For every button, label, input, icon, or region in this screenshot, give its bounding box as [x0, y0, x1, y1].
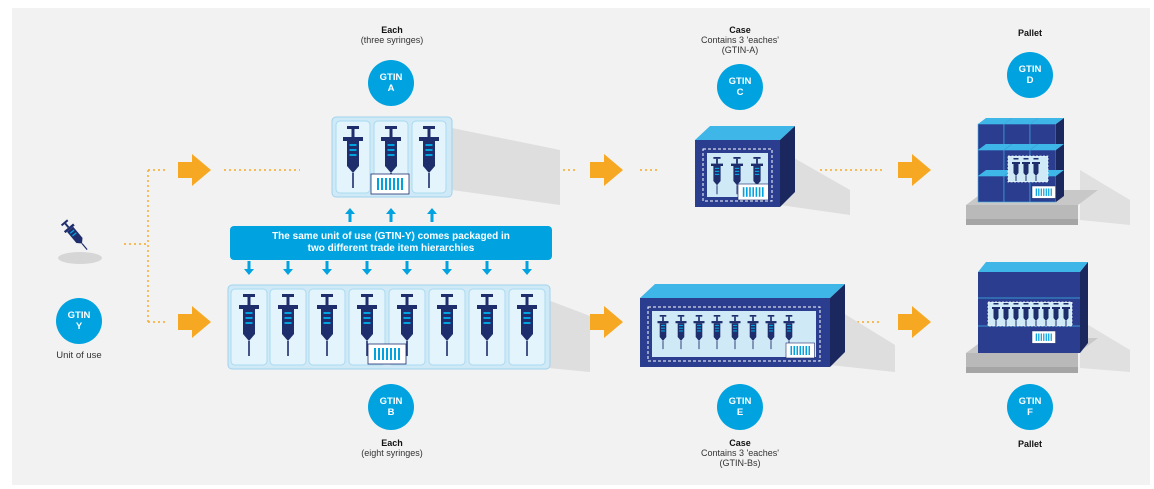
bottom-each-caption: Each (eight syringes): [344, 438, 440, 458]
top-case-title: Case: [729, 25, 751, 35]
each-three-syringes-blister: [331, 116, 560, 205]
unit-of-use-syringe: [58, 217, 102, 264]
top-case-desc-2: (GTIN-A): [721, 45, 759, 55]
note-line-2: two different trade item hierarchies: [307, 243, 475, 254]
each-eight-syringes-blister: [227, 284, 590, 372]
gtin-f-badge: GTIN F: [1007, 384, 1053, 430]
gtin-b-badge-letter: B: [387, 407, 395, 418]
gtin-e-badge-letter: E: [736, 407, 744, 418]
gtin-e-badge: GTIN E: [717, 384, 763, 430]
pallet-top: [966, 117, 1130, 225]
bottom-each-title: Each: [381, 438, 403, 448]
top-case-caption: Case Contains 3 'eaches' (GTIN-A): [684, 25, 796, 55]
gtin-f-badge-label: GTIN: [1018, 396, 1042, 407]
bottom-pallet-caption: Pallet: [990, 439, 1070, 449]
gtin-d-badge: GTIN D: [1007, 52, 1053, 98]
gtin-e-badge-label: GTIN: [728, 396, 752, 407]
case-three-eaches: [695, 126, 850, 215]
bottom-case-caption: Case Contains 3 'eaches' (GTIN-Bs): [684, 438, 796, 468]
top-case-desc-1: Contains 3 'eaches': [701, 35, 779, 45]
gtin-a-badge: GTIN A: [368, 60, 414, 106]
top-pallet-title: Pallet: [1017, 28, 1042, 38]
gtin-d-badge-letter: D: [1026, 75, 1034, 86]
gtin-f-badge-letter: F: [1027, 407, 1033, 418]
gtin-a-badge-label: GTIN: [379, 72, 403, 83]
gtin-y-badge-letter: Y: [75, 321, 83, 332]
gtin-c-badge-letter: C: [736, 87, 744, 98]
top-each-caption: Each (three syringes): [346, 25, 438, 45]
gtin-c-badge: GTIN C: [717, 64, 763, 110]
case-three-eaches-bottom: [640, 284, 895, 372]
bottom-case-title: Case: [729, 438, 751, 448]
gtin-c-badge-label: GTIN: [728, 76, 752, 87]
top-each-title: Each: [381, 25, 403, 35]
top-pallet-caption: Pallet: [990, 28, 1070, 38]
unit-of-use-caption: Unit of use: [56, 350, 102, 361]
gtin-y-badge-label: GTIN: [67, 310, 91, 321]
background-panel: [12, 8, 1150, 485]
gtin-d-badge-label: GTIN: [1018, 64, 1042, 75]
bottom-case-desc-2: (GTIN-Bs): [719, 458, 761, 468]
bottom-case-desc-1: Contains 3 'eaches': [701, 448, 779, 458]
gtin-y-badge: GTIN Y: [56, 298, 102, 344]
bottom-pallet-title: Pallet: [1017, 439, 1042, 449]
pallet-bottom: [966, 262, 1130, 373]
top-each-desc: (three syringes): [360, 35, 424, 45]
gtin-b-badge-label: GTIN: [379, 396, 403, 407]
note-line-1: The same unit of use (GTIN-Y) comes pack…: [272, 231, 510, 242]
bottom-each-desc: (eight syringes): [361, 448, 423, 458]
gtin-b-badge: GTIN B: [368, 384, 414, 430]
gtin-a-badge-letter: A: [387, 83, 395, 94]
hierarchy-note: The same unit of use (GTIN-Y) comes pack…: [230, 226, 552, 260]
